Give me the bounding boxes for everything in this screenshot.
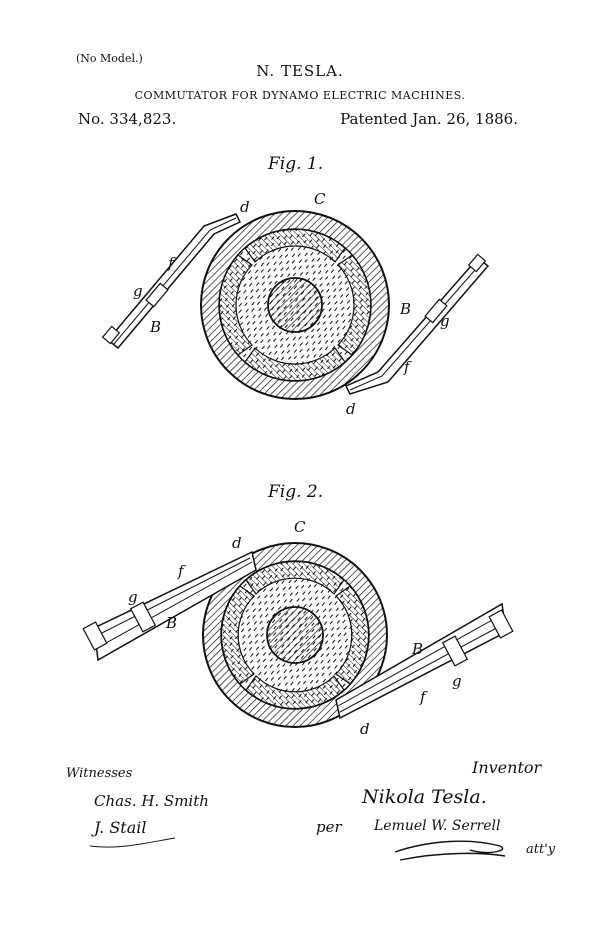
witness-2-signature: J. Stail [94,818,147,837]
fig2-right-brush [335,602,514,720]
atty-text: att'y [526,842,556,857]
fig1-letter-C: C [314,190,326,208]
fig2-letter-g-left: g [128,588,138,606]
fig1-letter-B-left: B [150,318,162,336]
per-text: per [316,818,342,836]
inventor-signature: Nikola Tesla. [362,786,487,808]
patent-date: Patented Jan. 26, 1886. [340,110,518,128]
fig2-segment-bottom [245,675,345,710]
fig2-letter-f-left: f [178,562,184,580]
attorney-signature: Lemuel W. Serrell [374,818,501,834]
fig2-letter-B-right: B [412,640,424,658]
fig1-segment-left [218,254,253,356]
fig1-left-brush [101,213,242,350]
fig2-segment-top [245,560,345,595]
fig2-letter-B-left: B [166,614,178,632]
fig2-segment-right [335,585,370,685]
fig2-letter-g-right: g [452,672,462,690]
witness-flourish [89,837,176,848]
fig2-label: Fig. 2. [268,482,324,502]
fig1-letter-g-left: g [133,282,143,300]
figure-1 [101,210,490,400]
fig2-letter-f-right: f [420,688,426,706]
witness-1-signature: Chas. H. Smith [94,792,209,810]
witnesses-label: Witnesses [66,766,133,781]
fig2-letter-d-top: d [232,534,242,552]
fig1-shaft [267,277,323,333]
figure-2 [82,542,514,728]
fig1-label: Fig. 1. [268,154,324,174]
patent-title: COMMUTATOR FOR DYNAMO ELECTRIC MACHINES. [134,89,466,102]
fig2-left-brush [82,550,257,662]
fig1-segment-bottom [244,347,346,382]
fig2-segment-left [220,585,255,685]
patent-number: No. 334,823. [78,110,177,128]
fig1-letter-g-right: g [440,312,450,330]
inventor-label: Inventor [472,758,542,777]
fig1-letter-d-bottom: d [346,400,356,418]
inventor-heading: N. TESLA. [256,62,344,80]
fig1-letter-f-left: f [168,254,174,272]
fig1-right-brush [344,253,490,395]
fig2-letter-C: C [294,518,306,536]
signature-flourish [394,840,506,861]
fig1-letter-d-top: d [240,198,250,216]
fig2-shaft [266,606,324,664]
fig2-letter-d-bottom: d [360,720,370,738]
model-note: (No Model.) [76,52,143,65]
fig1-segment-top [244,228,346,263]
fig1-letter-f-right: f [404,358,410,376]
fig1-segment-right [337,254,372,356]
fig1-letter-B-right: B [400,300,412,318]
